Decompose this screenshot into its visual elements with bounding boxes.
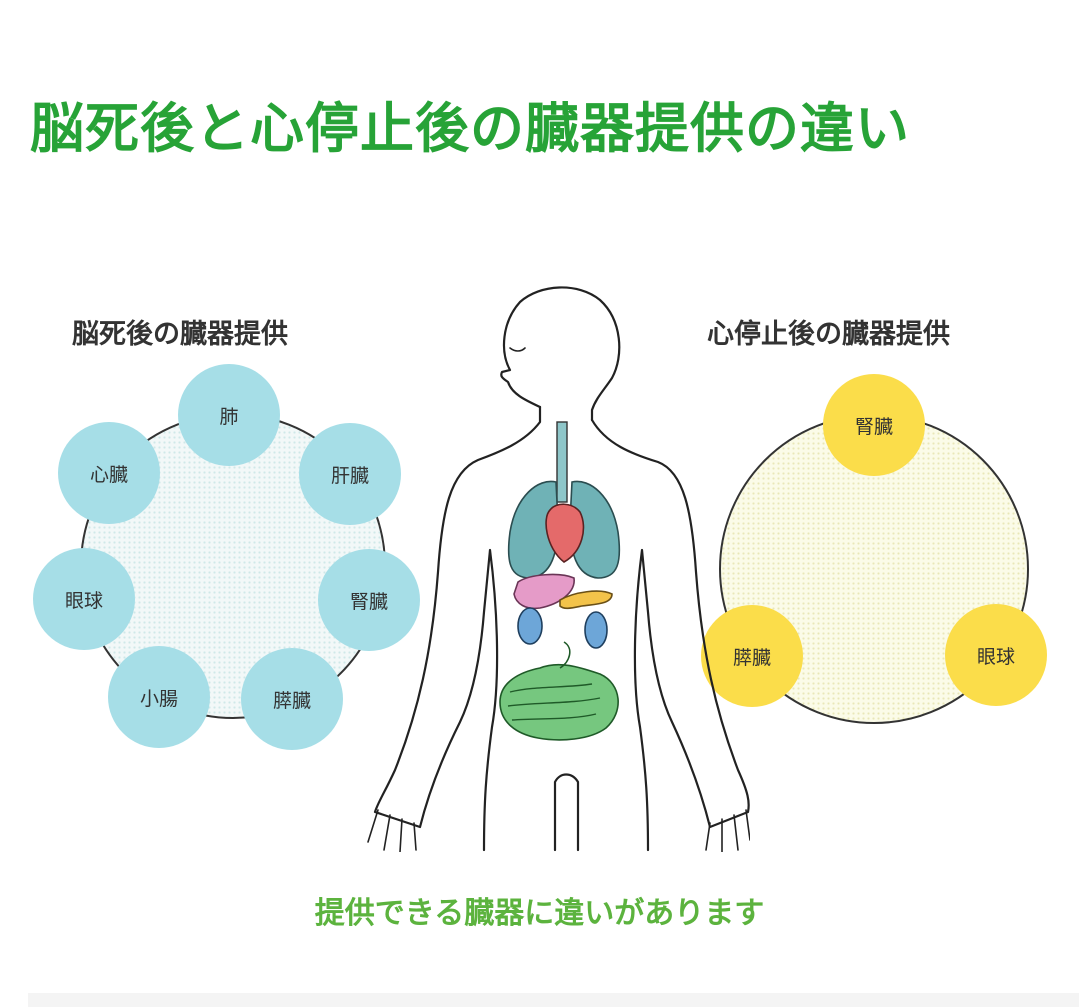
trachea-icon — [556, 421, 568, 503]
organ-node-pancreas-cardiac: 膵臓 — [701, 605, 803, 707]
human-body-illustration — [367, 286, 750, 852]
small-intestine-icon — [499, 641, 619, 741]
organ-node-pancreas: 膵臓 — [241, 648, 343, 750]
comparison-caption: 提供できる臓器に違いがあります — [314, 896, 765, 931]
cardiac-death-heading: 心停止後の臓器提供 — [707, 319, 950, 350]
cardiac-death-ring — [719, 414, 1029, 724]
right-lung-icon — [569, 480, 621, 579]
left-lung-icon — [507, 480, 559, 579]
pancreas-icon — [559, 590, 613, 610]
left-kidney-icon — [517, 607, 543, 645]
organ-node-liver: 肝臓 — [299, 423, 401, 525]
organ-node-kidney-cardiac: 腎臓 — [823, 374, 925, 476]
page-title: 脳死後と心停止後の臓器提供の違い — [30, 97, 910, 160]
organ-node-kidney: 腎臓 — [318, 549, 420, 651]
right-kidney-icon — [584, 611, 608, 649]
heart-icon — [545, 503, 585, 563]
bottom-divider — [28, 993, 1079, 1007]
organ-node-eyeball-cardiac: 眼球 — [945, 604, 1047, 706]
brain-death-heading: 脳死後の臓器提供 — [72, 319, 288, 350]
organ-node-small-intestine: 小腸 — [108, 646, 210, 748]
organ-node-heart: 心臓 — [58, 422, 160, 524]
organ-node-eyeball: 眼球 — [33, 548, 135, 650]
organ-node-lung: 肺 — [178, 364, 280, 466]
